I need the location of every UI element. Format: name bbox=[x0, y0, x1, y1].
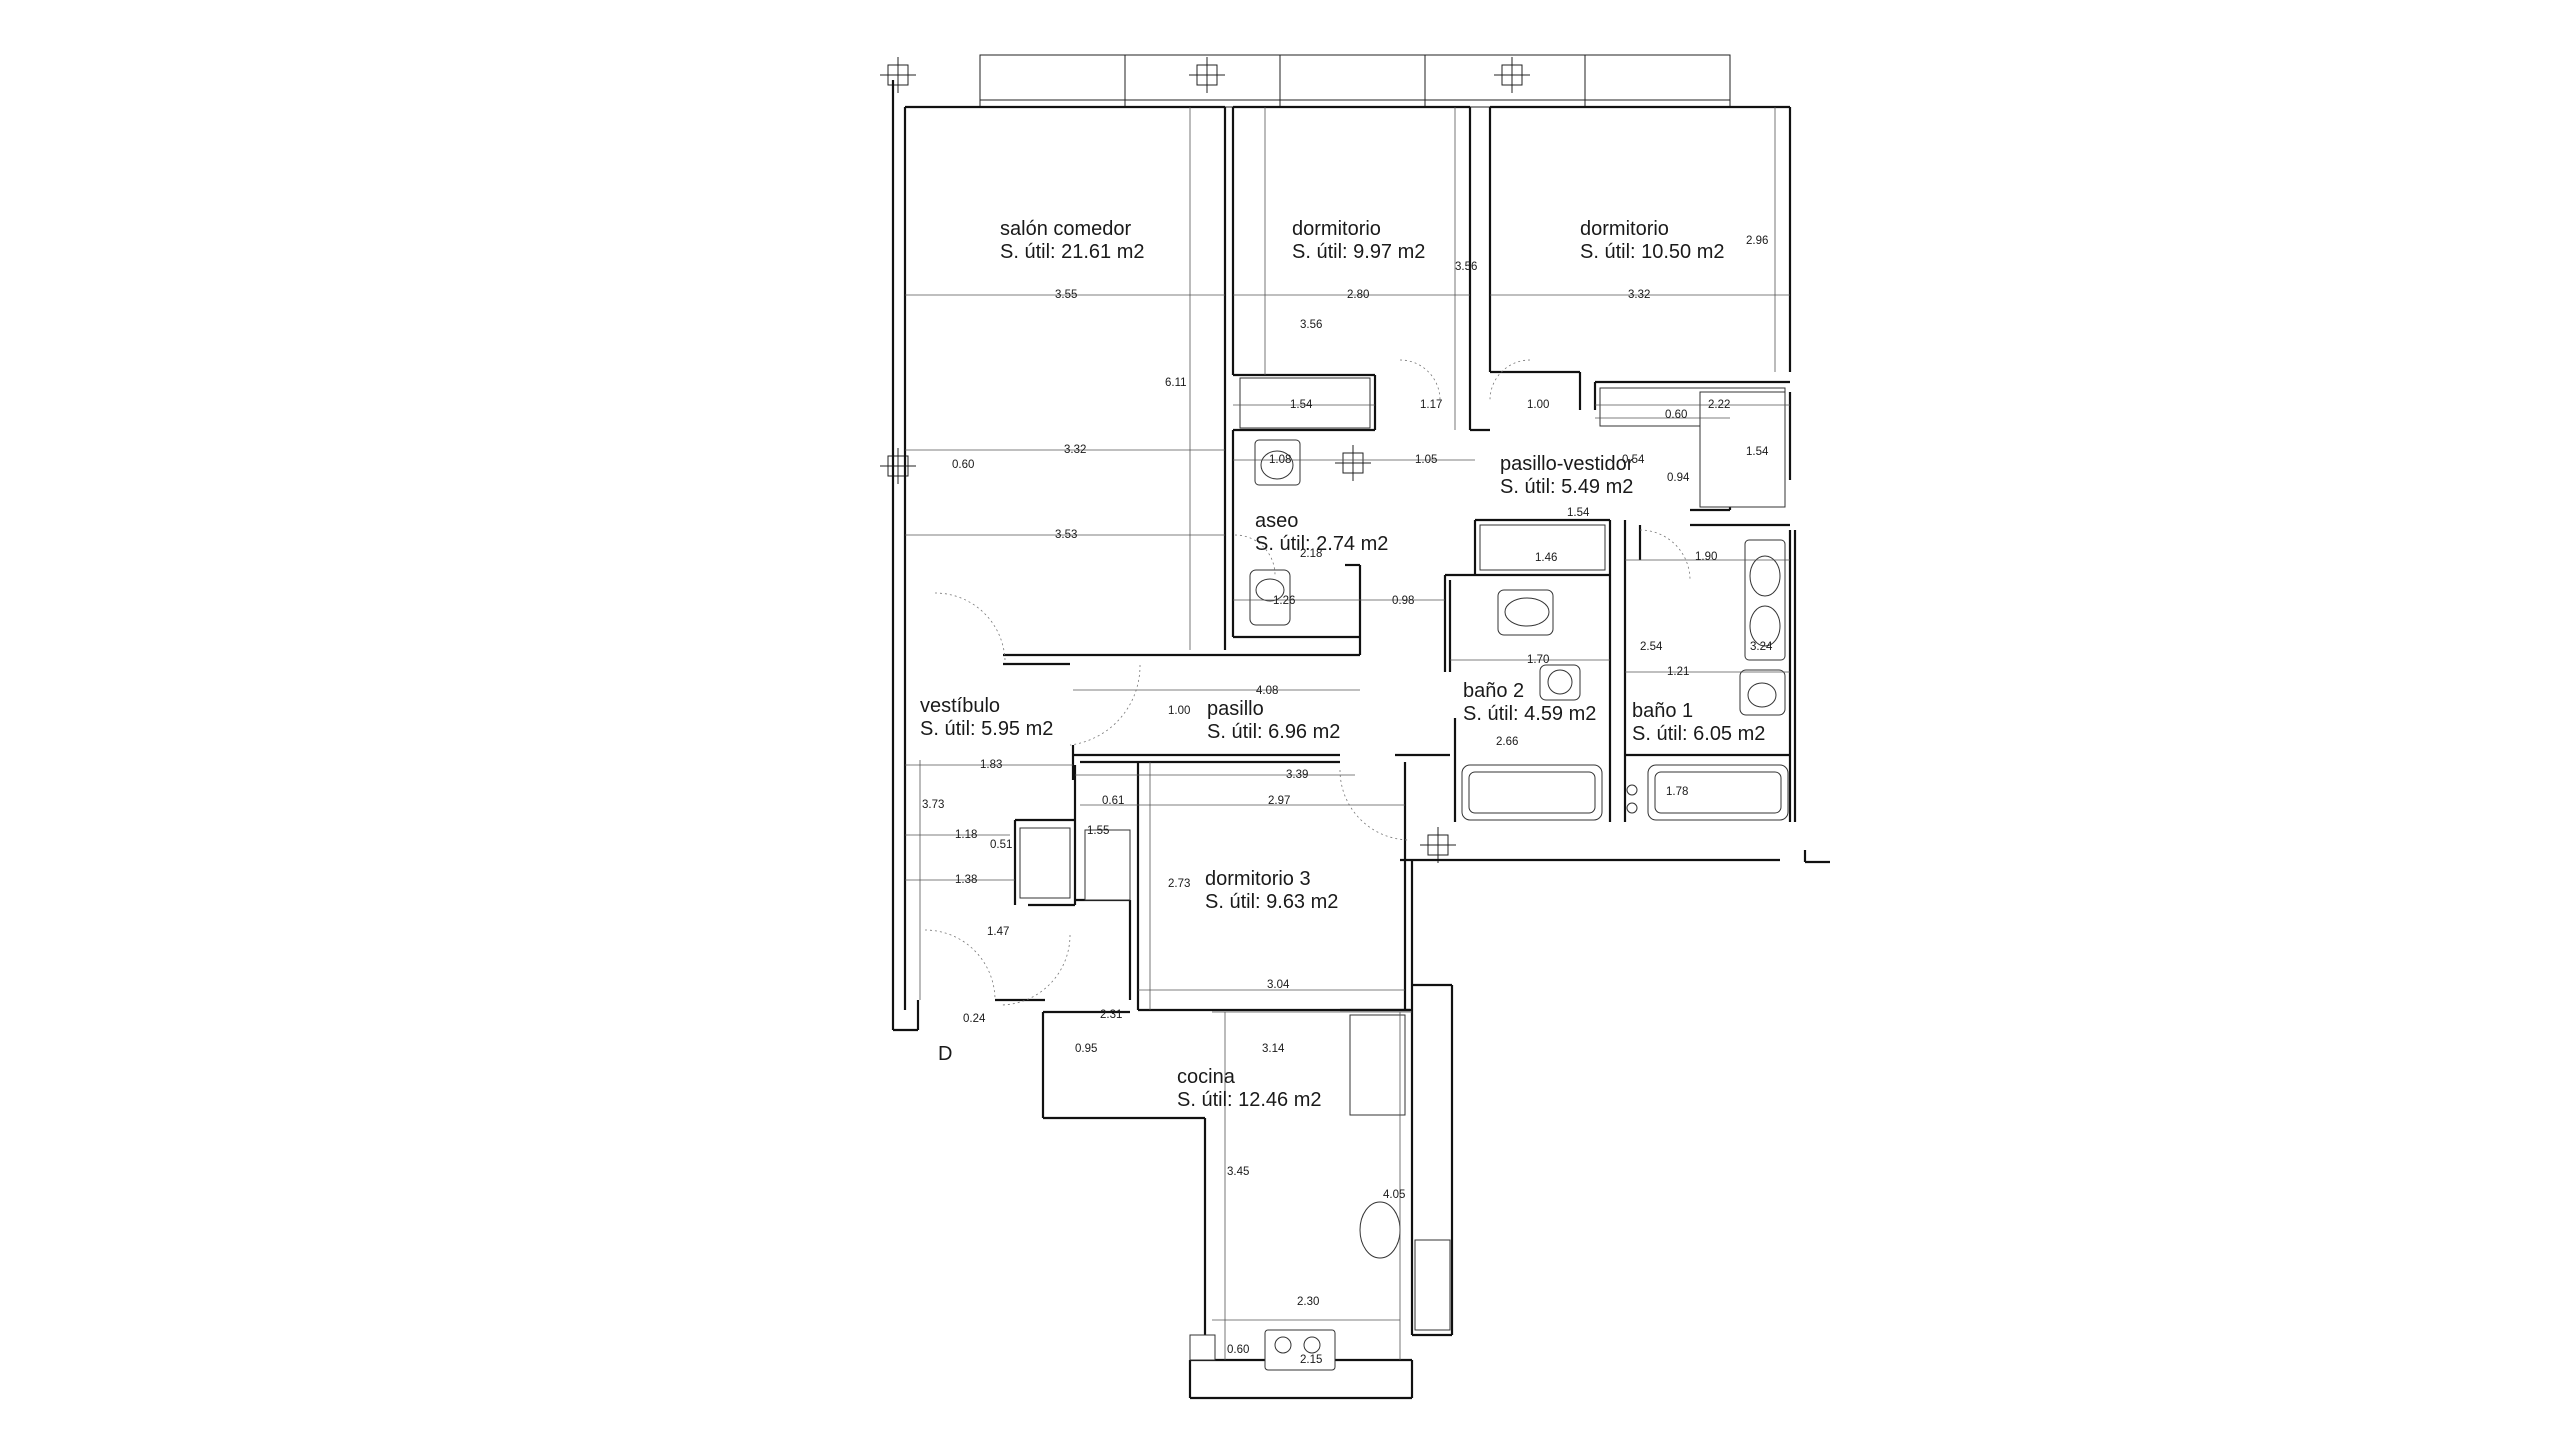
room-area-vestibulo: S. útil: 5.95 m2 bbox=[920, 718, 1053, 740]
dim-label: 3.56 bbox=[1455, 261, 1477, 273]
room-area-bano1: S. útil: 6.05 m2 bbox=[1632, 723, 1765, 745]
dim-label: 6.11 bbox=[1165, 377, 1187, 389]
room-name-dorm-a: dormitorio bbox=[1292, 218, 1381, 240]
dim-label: 0.94 bbox=[1667, 472, 1690, 484]
dim-label: 3.45 bbox=[1227, 1166, 1249, 1178]
room-area-pasillo-vestidor: S. útil: 5.49 m2 bbox=[1500, 476, 1633, 498]
room-name-bano1: baño 1 bbox=[1632, 700, 1693, 722]
dim-label: 3.24 bbox=[1750, 641, 1773, 653]
dim-label: 1.08 bbox=[1269, 454, 1291, 466]
facade-balconies bbox=[979, 54, 1731, 108]
dim-label: 1.26 bbox=[1273, 595, 1295, 607]
dim-label: 1.70 bbox=[1527, 654, 1549, 666]
room-area-pasillo: S. útil: 6.96 m2 bbox=[1207, 721, 1340, 743]
entrance-mark: D bbox=[938, 1043, 952, 1065]
room-name-pasillo-vestidor: pasillo-vestidor bbox=[1500, 453, 1634, 475]
dim-label: 0.24 bbox=[963, 1013, 986, 1025]
dim-label: 1.54 bbox=[1567, 507, 1590, 519]
dim-label: 1.55 bbox=[1087, 825, 1109, 837]
dim-label: 2.80 bbox=[1347, 289, 1369, 301]
dim-label: 0.95 bbox=[1075, 1043, 1097, 1055]
dim-label: 3.56 bbox=[1300, 319, 1322, 331]
dimension-labels: 3.55 6.11 3.32 0.60 3.53 2.80 3.56 3.56 … bbox=[922, 235, 1773, 1366]
dim-label: 3.39 bbox=[1286, 769, 1308, 781]
room-name-dorm-b: dormitorio bbox=[1580, 218, 1669, 240]
dim-label: 2.73 bbox=[1168, 878, 1190, 890]
cocina-sink bbox=[1359, 1201, 1401, 1259]
room-labels: salón comedor S. útil: 21.61 m2 dormitor… bbox=[920, 218, 1765, 1111]
dim-label: 2.30 bbox=[1297, 1296, 1319, 1308]
dim-label: 1.21 bbox=[1667, 666, 1689, 678]
dim-label: 0.61 bbox=[1102, 795, 1124, 807]
dim-label: 2.96 bbox=[1746, 235, 1768, 247]
room-area-bano2: S. útil: 4.59 m2 bbox=[1463, 703, 1596, 725]
fixtures bbox=[1019, 377, 1789, 1371]
dim-label: 2.31 bbox=[1100, 1009, 1122, 1021]
room-area-aseo: S. útil: 2.74 m2 bbox=[1255, 533, 1388, 555]
dim-label: 0.98 bbox=[1392, 595, 1414, 607]
dim-label: 4.05 bbox=[1383, 1189, 1405, 1201]
dim-label: 1.05 bbox=[1415, 454, 1437, 466]
dim-label: 2.15 bbox=[1300, 1354, 1322, 1366]
dim-label: 3.55 bbox=[1055, 289, 1077, 301]
dim-label: 3.32 bbox=[1064, 444, 1086, 456]
room-area-dorm-b: S. útil: 10.50 m2 bbox=[1580, 241, 1725, 263]
dim-label: 1.83 bbox=[980, 759, 1002, 771]
dim-label: 2.97 bbox=[1268, 795, 1290, 807]
room-name-pasillo: pasillo bbox=[1207, 698, 1264, 720]
outer-walls bbox=[891, 80, 1830, 1400]
dim-label: 2.22 bbox=[1708, 399, 1730, 411]
dimension-lines bbox=[905, 107, 1790, 1360]
dim-label: 2.66 bbox=[1496, 736, 1518, 748]
room-area-dorm-a: S. útil: 9.97 m2 bbox=[1292, 241, 1425, 263]
room-area-cocina: S. útil: 12.46 m2 bbox=[1177, 1089, 1322, 1111]
dim-label: 4.08 bbox=[1256, 685, 1278, 697]
door-swings bbox=[924, 359, 1691, 1006]
dim-label: 3.14 bbox=[1262, 1043, 1285, 1055]
room-name-vestibulo: vestíbulo bbox=[920, 695, 1000, 717]
dim-label: 3.32 bbox=[1628, 289, 1650, 301]
dim-label: 1.18 bbox=[955, 829, 977, 841]
room-name-salon: salón comedor bbox=[1000, 218, 1132, 240]
dim-label: 1.90 bbox=[1695, 551, 1717, 563]
dim-label: 1.17 bbox=[1420, 399, 1442, 411]
room-area-salon: S. útil: 21.61 m2 bbox=[1000, 241, 1145, 263]
dim-label: 2.54 bbox=[1640, 641, 1663, 653]
dim-label: 1.47 bbox=[987, 926, 1009, 938]
dim-label: 0.60 bbox=[952, 459, 974, 471]
dim-label: 2.18 bbox=[1300, 548, 1322, 560]
room-area-dorm3: S. útil: 9.63 m2 bbox=[1205, 891, 1338, 913]
room-name-bano2: baño 2 bbox=[1463, 680, 1524, 702]
dim-label: 1.54 bbox=[1290, 399, 1313, 411]
dim-label: 1.46 bbox=[1535, 552, 1557, 564]
dim-label: 0.51 bbox=[990, 839, 1012, 851]
dim-label: 3.53 bbox=[1055, 529, 1077, 541]
room-name-dorm3: dormitorio 3 bbox=[1205, 868, 1311, 890]
dim-label: 3.04 bbox=[1267, 979, 1290, 991]
dim-label: 0.54 bbox=[1622, 454, 1645, 466]
dim-label: 3.73 bbox=[922, 799, 944, 811]
dim-label: 1.54 bbox=[1746, 446, 1769, 458]
dim-label: 1.00 bbox=[1527, 399, 1549, 411]
dim-label: 1.38 bbox=[955, 874, 977, 886]
dim-label: 0.60 bbox=[1227, 1344, 1249, 1356]
dim-label: 1.00 bbox=[1168, 705, 1190, 717]
room-name-cocina: cocina bbox=[1177, 1066, 1236, 1088]
dim-label: 1.78 bbox=[1666, 786, 1688, 798]
room-name-aseo: aseo bbox=[1255, 510, 1298, 532]
dim-label: 0.60 bbox=[1665, 409, 1687, 421]
